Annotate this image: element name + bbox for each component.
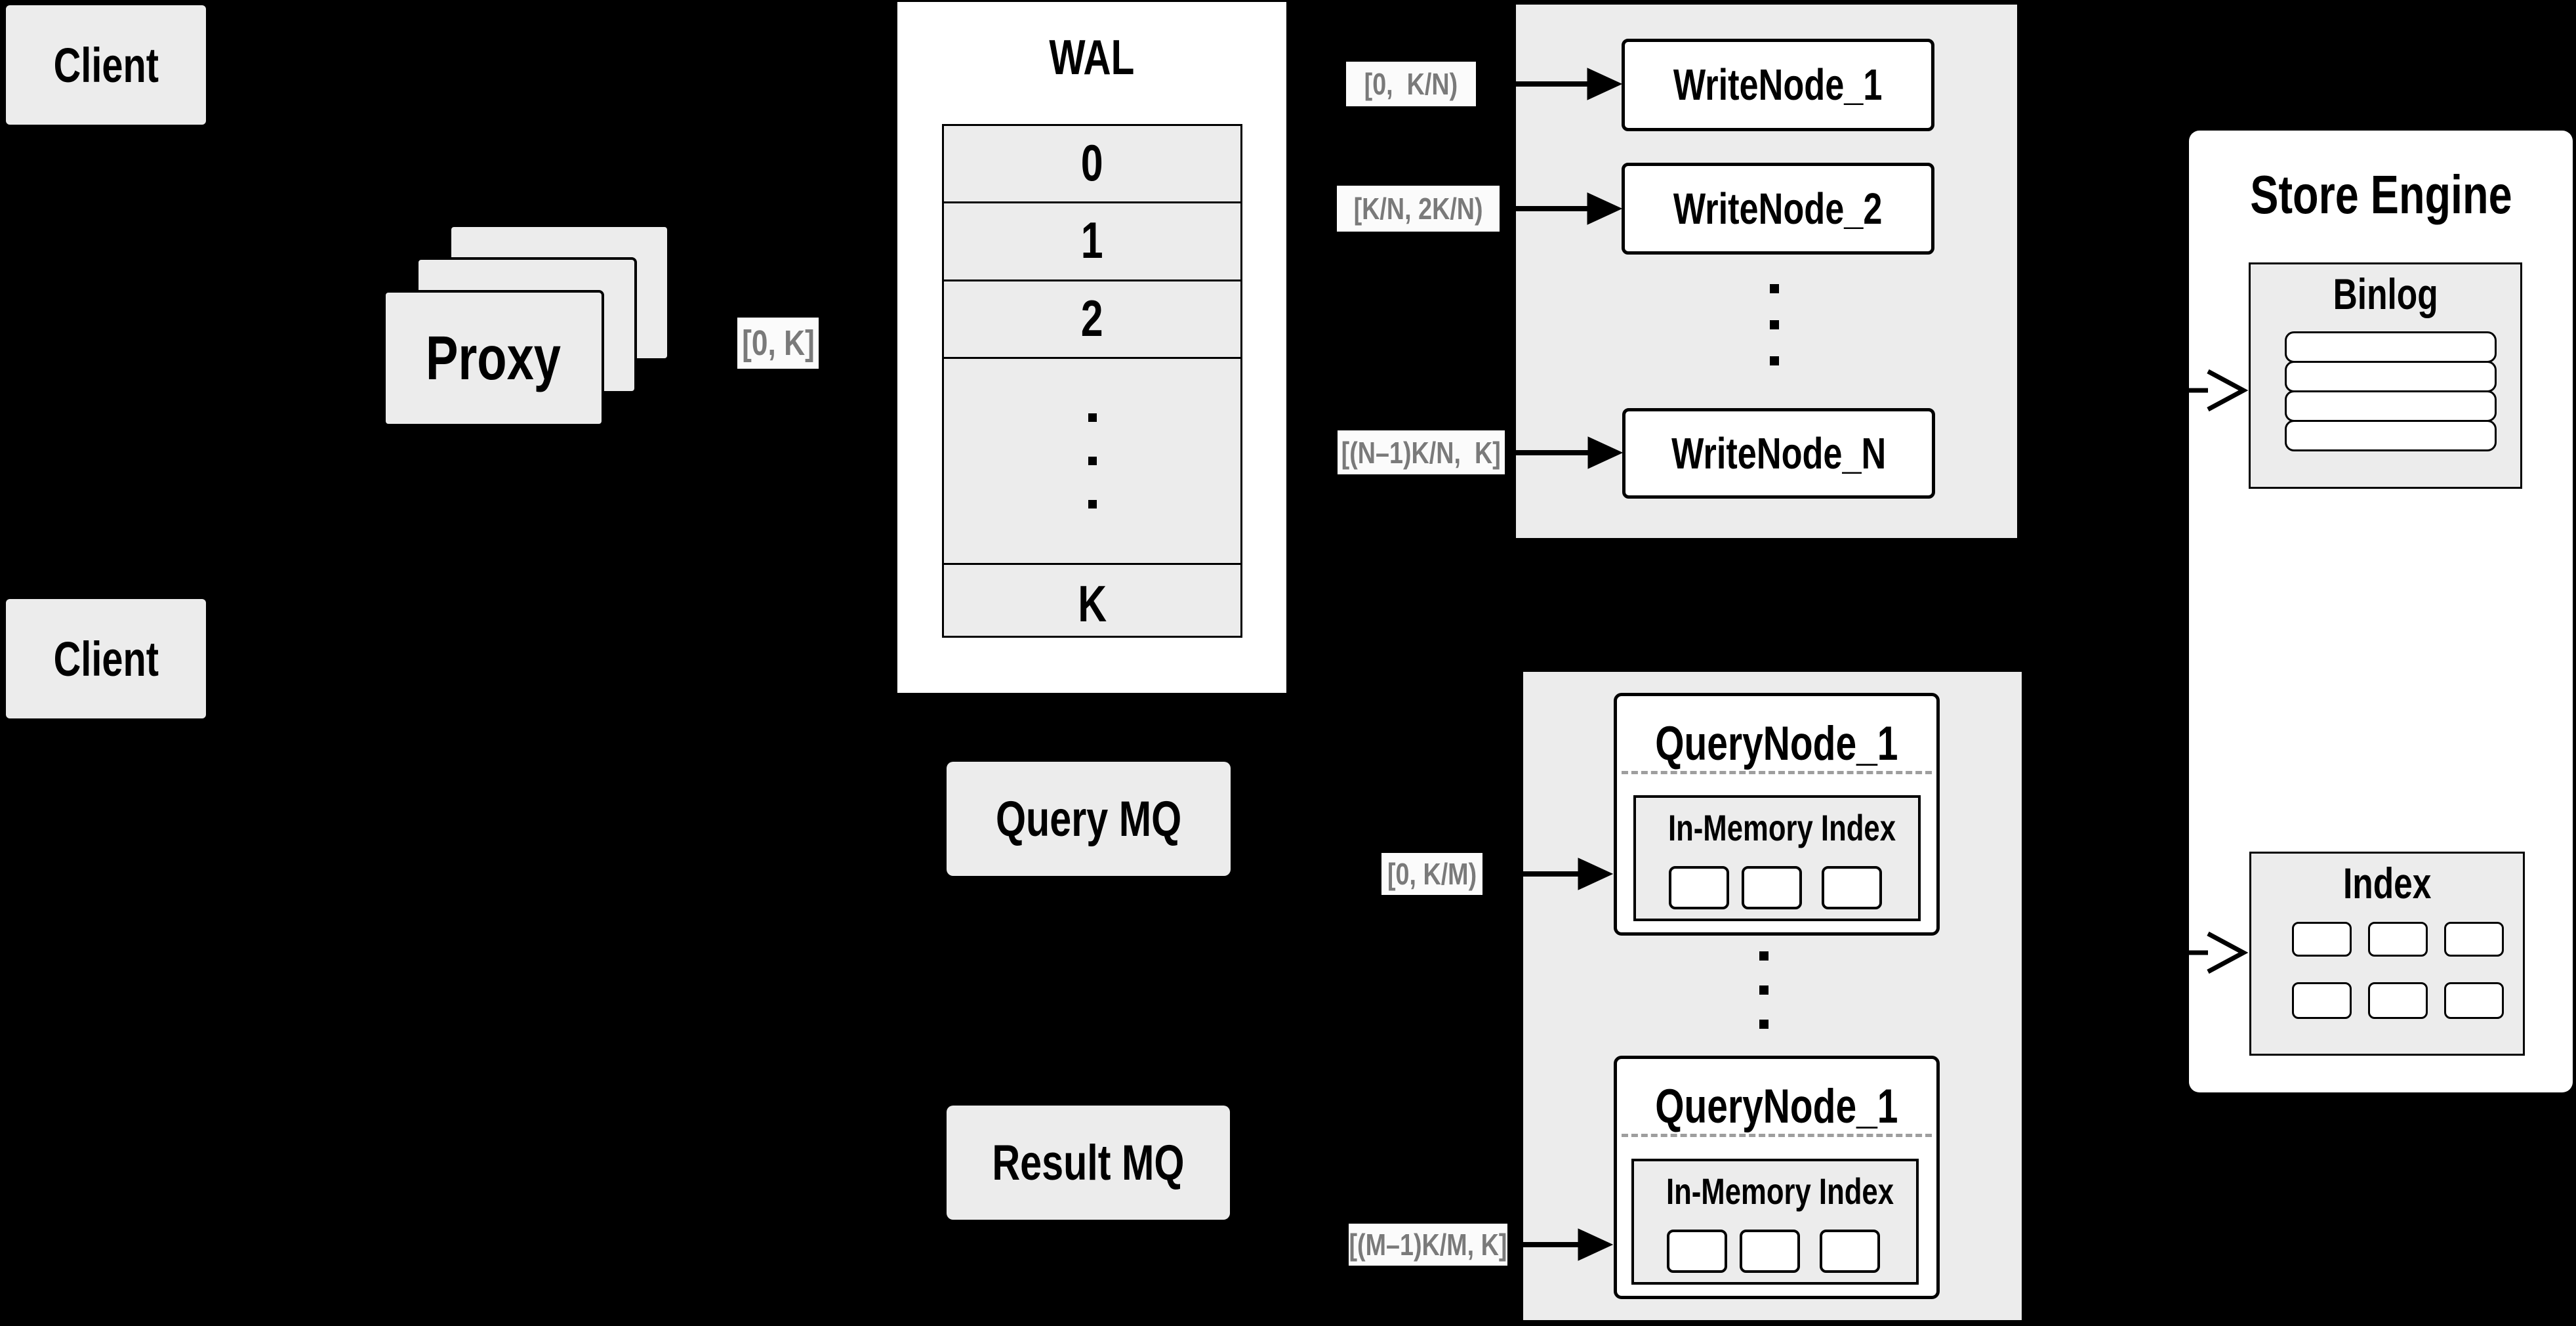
client-box-bottom: Client: [6, 599, 206, 718]
query-node-2-title-text: QueryNode_1: [1655, 1080, 1898, 1133]
query-mq-label: Query MQ: [995, 791, 1182, 847]
write-node-2: WriteNode_2: [1622, 163, 1934, 255]
proxy-label: Proxy: [426, 323, 562, 393]
vertical-ellipsis-icon: [1088, 457, 1097, 465]
in-memory-index-1-title: In-Memory Index: [1636, 810, 1918, 846]
vertical-ellipsis-icon: [1759, 985, 1768, 995]
client-top-label: Client: [53, 37, 159, 93]
in-memory-index-2-title: In-Memory Index: [1634, 1173, 1916, 1210]
range-label-writenode-2-text: [K/N, 2K/N): [1353, 192, 1483, 226]
range-label-writenode-1: [0, K/N): [1346, 62, 1476, 106]
range-label-writenode-n: [(N–1)K/N, K]: [1338, 430, 1505, 474]
vertical-ellipsis-icon: [1088, 500, 1097, 508]
wal-row-1-label: 1: [1081, 211, 1103, 269]
query-node-1-title: QueryNode_1: [1617, 720, 1936, 768]
wal-row-0-label: 0: [1081, 134, 1103, 192]
in-memory-index-2-title-text: In-Memory Index: [1666, 1171, 1894, 1212]
result-mq-label: Result MQ: [992, 1134, 1185, 1191]
store-engine-title-text: Store Engine: [2249, 164, 2512, 225]
range-label-proxy-wal: [0, K]: [737, 318, 819, 369]
query-node-1: QueryNode_1 In-Memory Index: [1614, 693, 1940, 936]
vertical-ellipsis-icon: [1770, 356, 1779, 365]
write-node-n: WriteNode_N: [1622, 408, 1935, 499]
range-label-writenode-2: [K/N, 2K/N): [1337, 186, 1500, 232]
wal-title: WAL: [897, 33, 1286, 82]
vertical-ellipsis-icon: [1770, 284, 1779, 293]
vertical-ellipsis-icon: [1759, 1020, 1768, 1029]
write-nodes-ellipsis: [1770, 284, 1779, 365]
wal-row-0: 0: [944, 126, 1240, 203]
wal-row-ellipsis: [944, 359, 1240, 565]
index-file: [2292, 982, 2352, 1019]
range-label-querynode-2-text: [(M–1)K/M, K]: [1349, 1228, 1507, 1262]
index-segment: [1822, 866, 1882, 909]
index-file: [2444, 922, 2504, 957]
wal-row-k-label: K: [1078, 575, 1107, 632]
index-segment: [1667, 1230, 1727, 1273]
client-box-top: Client: [6, 5, 206, 125]
dashed-divider: [1622, 771, 1932, 774]
index-title-text: Index: [2342, 859, 2432, 907]
range-label-proxy-wal-text: [0, K]: [741, 323, 815, 363]
index-box: Index: [2249, 852, 2525, 1056]
query-node-2-title: QueryNode_1: [1617, 1083, 1936, 1130]
index-file: [2444, 982, 2504, 1019]
query-node-2: QueryNode_1 In-Memory Index: [1614, 1056, 1940, 1299]
client-bottom-label: Client: [53, 631, 159, 686]
range-label-querynode-2: [(M–1)K/M, K]: [1349, 1224, 1507, 1266]
index-segment: [1669, 866, 1729, 909]
binlog-title: Binlog: [2251, 272, 2520, 316]
wal-row-2-label: 2: [1081, 289, 1103, 347]
write-node-n-label: WriteNode_N: [1671, 428, 1887, 478]
binlog-box: Binlog: [2249, 262, 2522, 489]
wal-row-k: K: [944, 565, 1240, 644]
proxy-box-front: Proxy: [383, 290, 604, 426]
write-node-1: WriteNode_1: [1622, 39, 1934, 131]
wal-title-text: WAL: [1049, 30, 1135, 85]
binlog-segment: [2285, 361, 2497, 392]
store-engine-title: Store Engine: [2189, 167, 2573, 222]
binlog-segment: [2285, 331, 2497, 363]
vertical-ellipsis-icon: [1759, 951, 1768, 961]
wal-row-2: 2: [944, 281, 1240, 359]
query-mq-box: Query MQ: [947, 762, 1231, 876]
result-mq-box: Result MQ: [947, 1106, 1230, 1220]
range-label-querynode-1: [0, K/M): [1381, 853, 1482, 895]
wal-row-1: 1: [944, 203, 1240, 281]
query-node-1-title-text: QueryNode_1: [1655, 717, 1898, 770]
range-label-writenode-1-text: [0, K/N): [1364, 67, 1458, 101]
binlog-segment: [2285, 420, 2497, 451]
vertical-ellipsis-icon: [1088, 413, 1097, 422]
index-file: [2292, 922, 2352, 957]
dashed-divider: [1622, 1134, 1932, 1137]
in-memory-index-1-title-text: In-Memory Index: [1667, 807, 1896, 848]
index-segment: [1820, 1230, 1880, 1273]
query-nodes-ellipsis: [1759, 951, 1768, 1029]
index-file: [2368, 922, 2428, 957]
index-file: [2368, 982, 2428, 1019]
index-segment: [1742, 866, 1802, 909]
wal-log-table: 0 1 2 K: [942, 124, 1242, 638]
write-node-2-label: WriteNode_2: [1673, 184, 1883, 234]
binlog-title-text: Binlog: [2333, 270, 2438, 318]
range-label-querynode-1-text: [0, K/M): [1387, 857, 1477, 891]
vertical-ellipsis-icon: [1770, 320, 1779, 329]
index-segment: [1740, 1230, 1800, 1273]
binlog-segments: [2285, 331, 2497, 451]
binlog-segment: [2285, 390, 2497, 422]
in-memory-index-box-2: In-Memory Index: [1631, 1159, 1919, 1285]
index-title: Index: [2251, 861, 2523, 905]
write-node-1-label: WriteNode_1: [1673, 60, 1883, 110]
in-memory-index-box-1: In-Memory Index: [1633, 795, 1921, 921]
range-label-writenode-n-text: [(N–1)K/N, K]: [1341, 435, 1502, 470]
